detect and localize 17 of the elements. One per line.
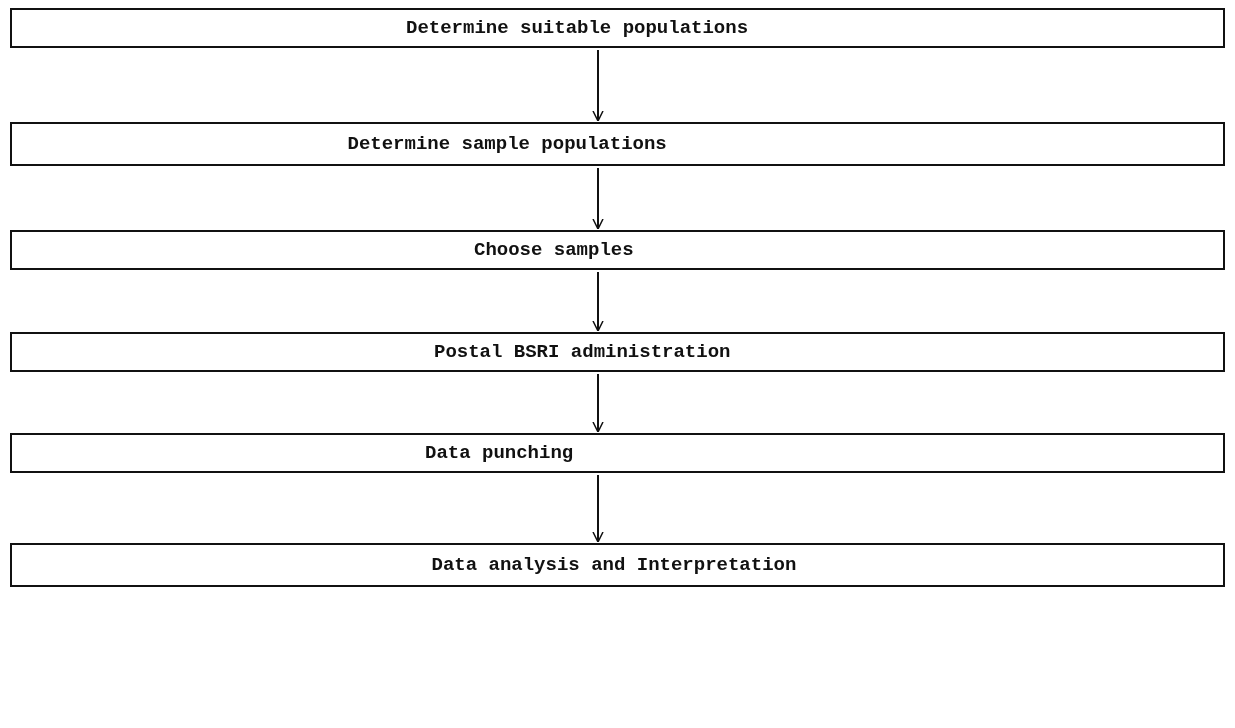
process-box xyxy=(10,543,1225,587)
step-label: Data punching xyxy=(425,442,574,464)
arrow xyxy=(592,167,604,230)
process-box xyxy=(10,122,1225,166)
arrow xyxy=(592,474,604,543)
step-label: Determine suitable populations xyxy=(406,17,749,39)
arrow xyxy=(592,271,604,332)
process-box xyxy=(10,230,1225,270)
process-box xyxy=(10,8,1225,48)
arrow xyxy=(592,49,604,122)
step-label: Determine sample populations xyxy=(347,133,667,155)
arrow xyxy=(592,373,604,433)
step-label: Choose samples xyxy=(474,239,634,261)
process-box xyxy=(10,332,1225,372)
step-label: Data analysis and Interpretation xyxy=(431,554,797,576)
step-label: Postal BSRI administration xyxy=(434,341,731,363)
process-box xyxy=(10,433,1225,473)
